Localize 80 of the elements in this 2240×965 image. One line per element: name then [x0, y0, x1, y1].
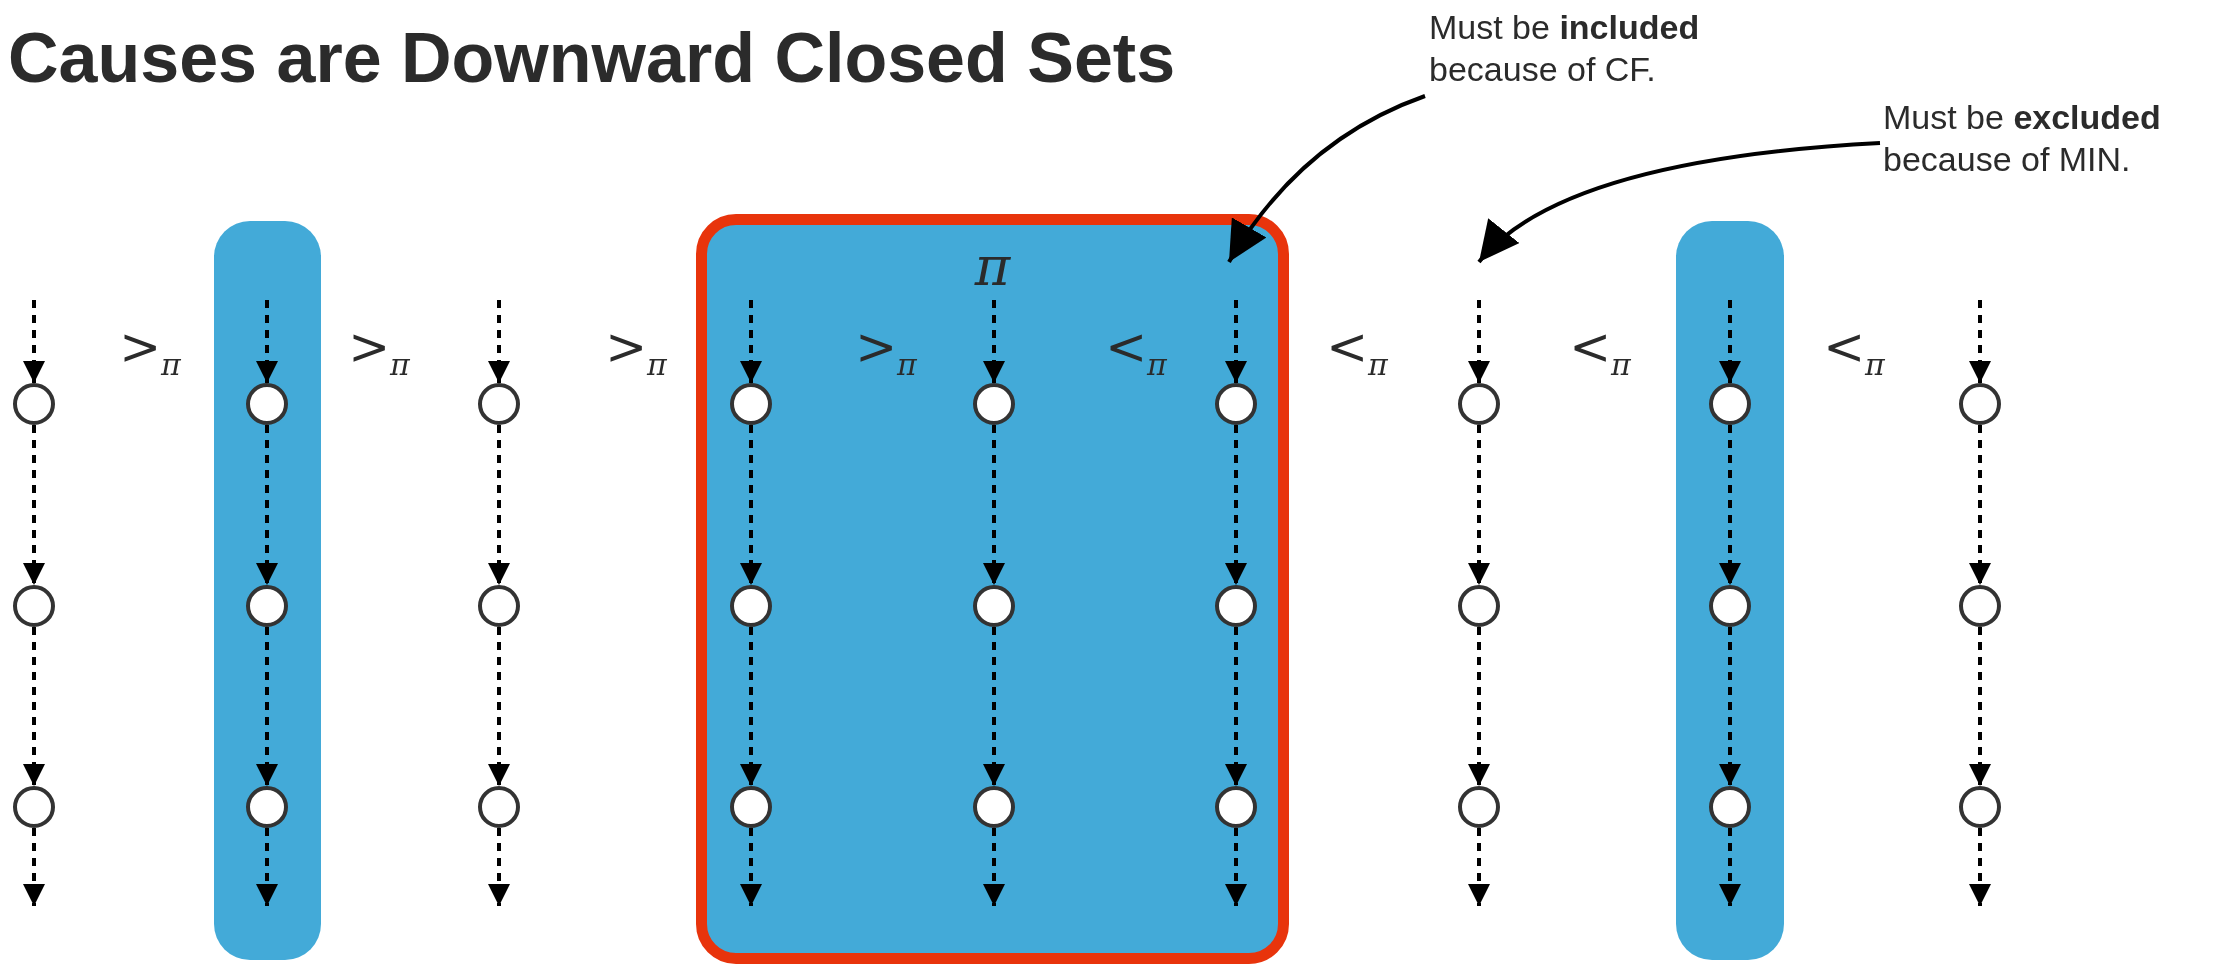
- circle-node: [730, 383, 772, 425]
- highlight-band: [1676, 221, 1784, 960]
- dashed-arrow: [983, 425, 1005, 585]
- dashed-arrow: [1468, 828, 1490, 906]
- dashed-arrow: [23, 425, 45, 585]
- circle-node: [1458, 383, 1500, 425]
- relation-label: >$_{π}$: [605, 318, 667, 382]
- dashed-arrow: [1969, 300, 1991, 383]
- circle-node: [1709, 786, 1751, 828]
- circle-node: [730, 786, 772, 828]
- highlight-band: [214, 221, 321, 960]
- relation-label: >$_{π}$: [855, 318, 917, 382]
- annotation-text: Must be included because of CF.: [1429, 6, 1759, 90]
- dashed-arrow: [256, 627, 278, 786]
- circle-node: [973, 383, 1015, 425]
- dashed-arrow: [983, 627, 1005, 786]
- dashed-arrow: [1225, 300, 1247, 383]
- relation-label: >$_{π}$: [119, 318, 181, 382]
- dashed-arrow: [256, 425, 278, 585]
- circle-node: [1959, 383, 2001, 425]
- annotation-text: Must be excluded because of MIN.: [1883, 96, 2228, 180]
- circle-node: [246, 383, 288, 425]
- dashed-arrow: [1468, 300, 1490, 383]
- circle-node: [1458, 585, 1500, 627]
- circle-node: [1215, 383, 1257, 425]
- dashed-arrow: [1225, 425, 1247, 585]
- circle-node: [1215, 786, 1257, 828]
- dashed-arrow: [488, 300, 510, 383]
- circle-node: [973, 786, 1015, 828]
- relation-label: <$_{π}$: [1326, 318, 1388, 382]
- dashed-arrow: [1468, 627, 1490, 786]
- leader-arrow: [1477, 141, 1881, 264]
- circle-node: [246, 585, 288, 627]
- dashed-arrow: [1969, 425, 1991, 585]
- relation-label: <$_{π}$: [1105, 318, 1167, 382]
- dashed-arrow: [1468, 425, 1490, 585]
- circle-node: [1709, 585, 1751, 627]
- dashed-arrow: [23, 627, 45, 786]
- dashed-arrow: [1225, 627, 1247, 786]
- circle-node: [1215, 585, 1257, 627]
- relation-label: <$_{π}$: [1823, 318, 1885, 382]
- circle-node: [478, 585, 520, 627]
- circle-node: [1709, 383, 1751, 425]
- dashed-arrow: [1969, 828, 1991, 906]
- dashed-arrow: [23, 828, 45, 906]
- circle-node: [13, 383, 55, 425]
- dashed-arrow: [740, 828, 762, 906]
- dashed-arrow: [1225, 828, 1247, 906]
- dashed-arrow: [488, 425, 510, 585]
- dashed-arrow: [488, 627, 510, 786]
- dashed-arrow: [740, 627, 762, 786]
- dashed-arrow: [1719, 425, 1741, 585]
- leader-arrow: [1227, 94, 1426, 264]
- circle-node: [1959, 786, 2001, 828]
- group-label: π: [974, 235, 1011, 298]
- dashed-arrow: [740, 425, 762, 585]
- circle-node: [1458, 786, 1500, 828]
- dashed-arrow: [1719, 627, 1741, 786]
- dashed-arrow: [1719, 828, 1741, 906]
- circle-node: [730, 585, 772, 627]
- dashed-arrow: [23, 300, 45, 383]
- circle-node: [246, 786, 288, 828]
- circle-node: [478, 786, 520, 828]
- dashed-arrow: [1969, 627, 1991, 786]
- highlight-box: [696, 214, 1289, 964]
- dashed-arrow: [983, 828, 1005, 906]
- slide-title: Causes are Downward Closed Sets: [8, 18, 1176, 98]
- circle-node: [1959, 585, 2001, 627]
- dashed-arrow: [256, 828, 278, 906]
- dashed-arrow: [1719, 300, 1741, 383]
- circle-node: [478, 383, 520, 425]
- dashed-arrow: [983, 300, 1005, 383]
- circle-node: [13, 585, 55, 627]
- dashed-arrow: [740, 300, 762, 383]
- dashed-arrow: [488, 828, 510, 906]
- relation-label: <$_{π}$: [1569, 318, 1631, 382]
- relation-label: >$_{π}$: [348, 318, 410, 382]
- circle-node: [13, 786, 55, 828]
- circle-node: [973, 585, 1015, 627]
- dashed-arrow: [256, 300, 278, 383]
